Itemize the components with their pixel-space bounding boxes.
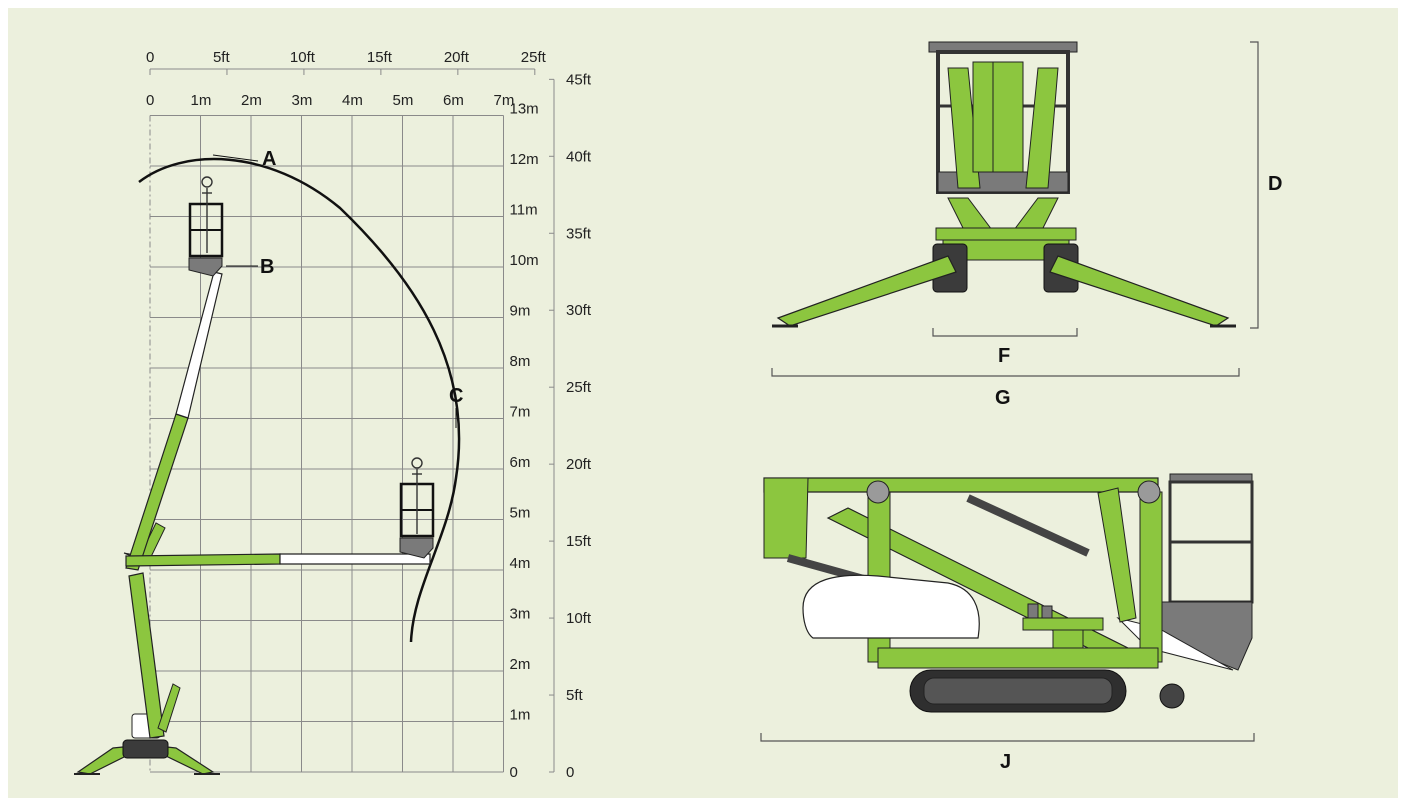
side-view: J [760,473,1255,773]
m-right-tick-label: 0 [510,764,518,781]
ft-top-tick-label: 15ft [367,49,393,66]
axis-tick-labels: 0 1m 2m 3m 4m 5m 6m 7m 0 5ft 10ft 15ft 20ft 25ft 0 1m 2m… [146,49,592,781]
front-view: D F G [771,41,1282,409]
label-a: A [262,148,276,170]
m-top-tick-label: 7m [494,92,515,109]
ft-top-tick-label: 20ft [444,49,470,66]
ft-right-tick-label: 20ft [566,456,592,473]
aerial-lift-diagram: 0 1m 2m 3m 4m 5m 6m 7m 0 5ft 10ft 15ft 20ft 25ft 0 1m 2m… [8,8,1398,798]
working-range-chart: 0 1m 2m 3m 4m 5m 6m 7m 0 5ft 10ft 15ft 20ft 25ft 0 1m 2m… [74,49,592,781]
label-d: D [1268,173,1282,195]
label-g: G [995,387,1011,409]
label-b: B [260,256,274,278]
ft-right-tick-label: 30ft [566,302,592,319]
ft-right-tick-label: 40ft [566,148,592,165]
ft-right-tick-label: 0 [566,764,574,781]
ft-right-tick-label: 5ft [566,687,584,704]
m-right-tick-label: 5m [510,505,531,522]
ft-right-tick-label: 25ft [566,379,592,396]
range-chart-base [74,713,220,775]
m-right-tick-label: 12m [510,151,539,168]
label-f: F [998,345,1010,367]
m-right-tick-label: 13m [510,101,539,118]
label-c: C [449,385,463,407]
ft-right-tick-label: 35ft [566,225,592,242]
ft-top-tick-label: 0 [146,49,154,66]
m-right-tick-label: 6m [510,454,531,471]
ft-top-tick-label: 25ft [521,49,547,66]
operator-figure-raised [201,176,213,253]
diagram-panel: 0 1m 2m 3m 4m 5m 6m 7m 0 5ft 10ft 15ft 20ft 25ft 0 1m 2m… [8,8,1398,798]
upper-boom-outreach [125,457,435,567]
ft-right-tick-label: 15ft [566,533,592,550]
lower-boom [123,522,181,739]
m-right-tick-label: 7m [510,404,531,421]
ft-right-tick-label: 45ft [566,71,592,88]
m-right-tick-label: 8m [510,353,531,370]
m-top-tick-label: 1m [191,92,212,109]
m-top-tick-label: 4m [342,92,363,109]
m-right-tick-label: 4m [510,555,531,572]
m-top-tick-label: 3m [292,92,313,109]
m-top-tick-label: 5m [393,92,414,109]
background [8,8,1398,798]
m-right-tick-label: 9m [510,303,531,320]
ft-right-tick-label: 10ft [566,610,592,627]
m-right-tick-label: 11m [510,202,538,219]
m-top-tick-label: 6m [443,92,464,109]
ft-top-tick-label: 10ft [290,49,316,66]
m-right-tick-label: 10m [510,252,539,269]
label-j: J [1000,751,1011,773]
ft-top-tick-label: 5ft [213,49,231,66]
m-right-tick-label: 3m [510,606,531,623]
operator-figure-outreach [411,457,423,534]
upper-boom-raised [125,176,224,571]
m-right-tick-label: 2m [510,656,531,673]
m-top-tick-label: 0 [146,92,154,109]
outreach-envelope-curve [138,157,461,643]
m-right-tick-label: 1m [510,707,531,724]
ft-rulers [149,68,555,773]
m-top-tick-label: 2m [241,92,262,109]
